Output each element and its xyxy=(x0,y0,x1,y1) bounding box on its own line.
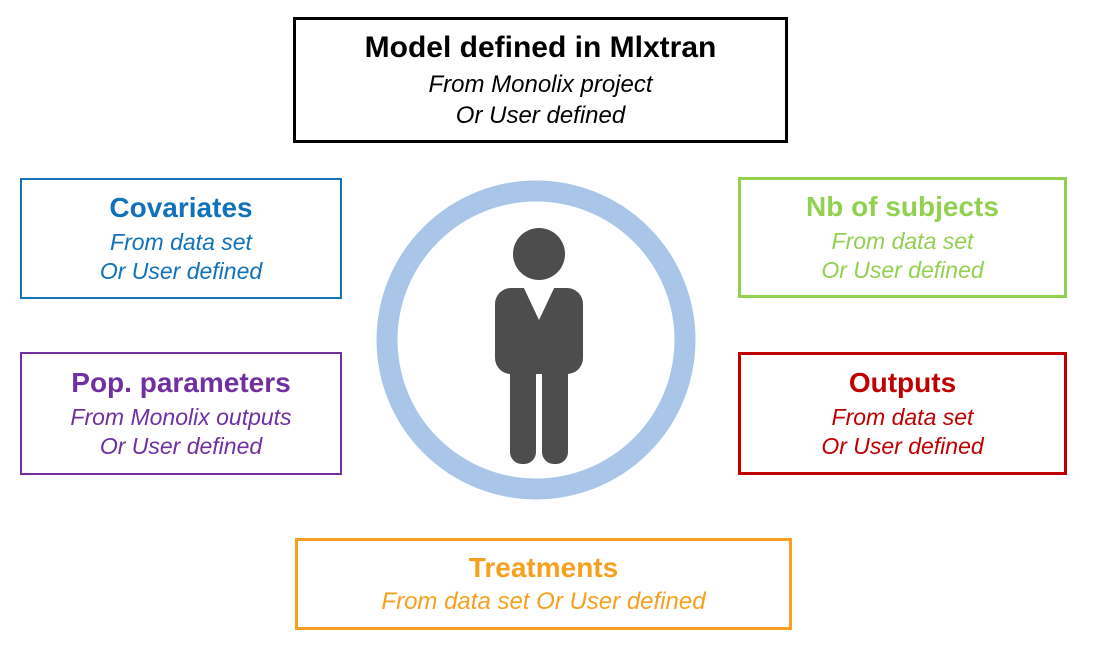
person-right-leg xyxy=(542,324,568,464)
treatments-box-subtitle-line1: From data set Or User defined xyxy=(381,588,706,616)
nb-subjects-box-subtitle-line1: From data set xyxy=(831,227,974,254)
covariates-box: Covariates From data set Or User defined xyxy=(20,178,342,299)
treatments-box-title: Treatments xyxy=(468,552,619,584)
nb-subjects-box-subtitle-line2: Or User defined xyxy=(821,257,984,284)
pop-parameters-box-title: Pop. parameters xyxy=(71,367,291,399)
pop-parameters-box-subtitle-line1: From Monolix outputs xyxy=(70,403,292,430)
person-head xyxy=(513,228,565,280)
nb-subjects-box: Nb of subjects From data set Or User def… xyxy=(738,177,1067,298)
covariates-box-title: Covariates xyxy=(109,192,253,224)
person-icon xyxy=(495,228,583,464)
circle-ring xyxy=(376,180,696,500)
pop-parameters-box-subtitle-line2: Or User defined xyxy=(99,433,263,460)
outputs-box-subtitle-line1: From data set xyxy=(831,403,974,430)
model-box-subtitle-line1: From Monolix project xyxy=(428,70,653,98)
person-left-leg xyxy=(510,324,536,464)
person-in-circle-figure xyxy=(376,180,696,500)
covariates-box-subtitle-line1: From data set xyxy=(110,228,252,255)
nb-subjects-box-title: Nb of subjects xyxy=(806,191,999,223)
treatments-box: Treatments From data set Or User defined xyxy=(295,538,792,630)
outputs-box-subtitle-line2: Or User defined xyxy=(821,433,984,460)
outputs-box: Outputs From data set Or User defined xyxy=(738,352,1067,475)
pop-parameters-box: Pop. parameters From Monolix outputs Or … xyxy=(20,352,342,475)
person-collar-notch xyxy=(522,284,556,320)
model-box: Model defined in Mlxtran From Monolix pr… xyxy=(293,17,788,143)
model-box-title: Model defined in Mlxtran xyxy=(364,30,717,64)
outputs-box-title: Outputs xyxy=(848,367,957,399)
covariates-box-subtitle-line2: Or User defined xyxy=(99,258,263,285)
model-box-subtitle-line2: Or User defined xyxy=(455,101,626,129)
